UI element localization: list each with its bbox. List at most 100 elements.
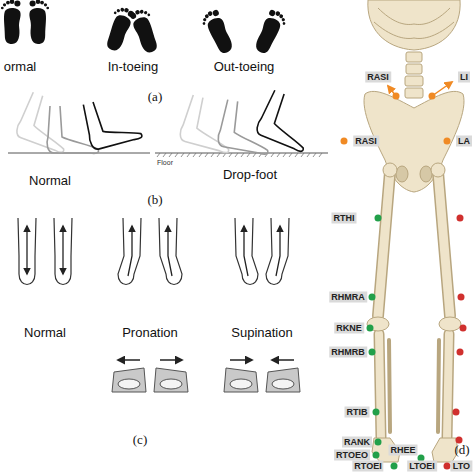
caption-text: Normal: [24, 325, 66, 340]
vertebra: [406, 64, 422, 74]
leg-outline: [54, 218, 72, 285]
foot-section: [160, 379, 182, 389]
caption-text: Supination: [231, 325, 292, 340]
fibula: [389, 340, 390, 432]
shoe-section: [154, 368, 188, 392]
shoe-section: [224, 368, 258, 392]
marker-label: RASI: [353, 136, 379, 147]
caption-text: In-toeing: [108, 59, 159, 74]
footprint: [252, 8, 289, 57]
caption-text: Out-toeing: [214, 59, 275, 74]
marker-dot: [444, 463, 451, 470]
foot-outline: [47, 106, 98, 153]
marker-label: RHEE: [388, 445, 417, 456]
footprint: [1, 0, 21, 44]
footprint: [102, 4, 136, 53]
marker-dot: [373, 452, 380, 459]
marker-dot: [453, 409, 460, 416]
marker-dot: [457, 349, 464, 356]
leg-outline: [266, 218, 289, 285]
direction-arrow: [230, 359, 252, 361]
marker-label: RTIB: [345, 407, 370, 418]
vertebra: [405, 76, 423, 86]
tibia: [447, 334, 449, 438]
caption-text: Pronation: [122, 325, 178, 340]
marker-dot: [369, 349, 376, 356]
foot-outline: [178, 94, 240, 153]
marker-label: RASI: [365, 72, 391, 83]
pelvis-hole: [396, 166, 408, 182]
axis-arrow: [26, 226, 27, 274]
footprint: [29, 0, 49, 44]
marker-arrow: [432, 82, 452, 96]
tibia: [379, 334, 381, 438]
floor-line: [155, 153, 328, 154]
marker-dot: [373, 409, 380, 416]
axis-arrow: [168, 226, 172, 276]
gait-feet: [8, 89, 328, 157]
foot-outline: [254, 89, 319, 152]
panel-letter: (a): [148, 89, 162, 105]
fibula: [438, 340, 439, 432]
marker-dot: [375, 439, 382, 446]
shoe-section: [112, 368, 146, 392]
marker-dot: [341, 138, 348, 145]
marker-label: LTO: [451, 461, 472, 472]
floor-label: Floor: [157, 159, 173, 166]
footprint: [199, 8, 236, 57]
femoral-head: [431, 163, 445, 177]
panel-letter: (d): [454, 442, 469, 458]
marker-label: RTOEO: [334, 450, 370, 461]
foot-section: [230, 379, 252, 389]
pelvis: [364, 91, 464, 192]
femur: [438, 172, 450, 316]
marker-dot: [457, 215, 464, 222]
marker-dot: [367, 325, 374, 332]
foot-section: [118, 379, 140, 389]
marker-label: LI: [458, 72, 470, 83]
shoe-icons: [112, 360, 300, 392]
floor-hatch: [157, 153, 322, 157]
rear-legs: [18, 218, 289, 285]
axis-arrow: [244, 226, 248, 276]
femoral-head: [383, 163, 397, 177]
vertebra: [406, 52, 422, 62]
shoe-section: [266, 368, 300, 392]
ribcage: [368, 0, 460, 50]
axis-arrow: [62, 226, 63, 274]
panel-letter: (c): [133, 432, 147, 448]
direction-arrow: [160, 359, 182, 361]
skeleton: [341, 0, 467, 470]
marker-label: RTOEI: [352, 461, 383, 472]
direction-arrow: [118, 359, 140, 361]
pelvis-hole: [420, 166, 432, 182]
marker-dot: [375, 215, 382, 222]
knee: [367, 317, 389, 331]
foot-bones: [432, 438, 458, 462]
marker-dot: [458, 294, 465, 301]
footprint: [129, 6, 163, 55]
marker-arrow: [388, 86, 396, 96]
knee: [439, 317, 461, 331]
caption-text: Drop-foot: [223, 167, 277, 182]
leg-outline: [118, 218, 141, 285]
axis-arrow: [128, 226, 132, 276]
marker-label: RTHI: [332, 213, 357, 224]
direction-arrow: [272, 359, 294, 361]
foot-section: [272, 379, 294, 389]
panel-letter: (b): [147, 192, 162, 208]
leg-outline: [235, 218, 258, 285]
marker-label: RHMRA: [329, 292, 367, 303]
foot-outline: [81, 92, 143, 151]
vertebra: [405, 88, 423, 98]
leg-outline: [159, 218, 182, 285]
marker-label: LTOEI: [407, 461, 437, 472]
marker-label: RKNE: [334, 323, 364, 334]
marker-dot: [369, 294, 376, 301]
axis-arrow: [276, 226, 280, 276]
marker-label: RHMRB: [329, 347, 367, 358]
marker-dot: [391, 463, 398, 470]
femur: [378, 172, 390, 316]
ribs: [374, 8, 454, 38]
marker-label: RANK: [342, 437, 372, 448]
